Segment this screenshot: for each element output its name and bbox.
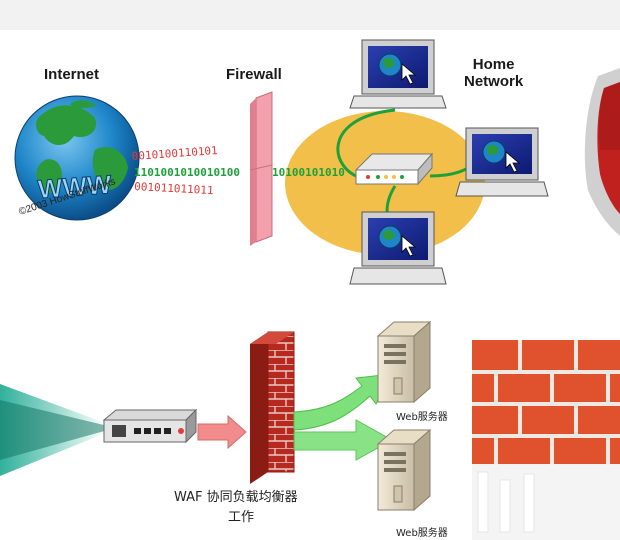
server-label-2: Web服务器 [396, 528, 448, 539]
pink-arrow [197, 414, 247, 450]
globe-icon [14, 95, 140, 221]
server-icon-1 [376, 320, 432, 404]
waf-label-line2: 工作 [228, 510, 255, 525]
stream-after-firewall: 10100101010 [272, 166, 345, 179]
firewall-icon [249, 91, 273, 246]
home-network-label: Home Network [464, 56, 524, 90]
green-arrows [293, 373, 394, 461]
computer-icon-right [455, 127, 549, 197]
server-icon-2 [376, 428, 432, 512]
waf-label: WAF 协同负载均衡器 [174, 490, 298, 505]
stream-red-2: 001011011011 [134, 180, 214, 197]
brick-wall-icon [250, 331, 295, 484]
stream-green: 1101001010010100 [134, 166, 240, 179]
computer-icon-top [349, 39, 447, 109]
computer-icon-bottom [349, 211, 447, 285]
waf-device-icon [102, 408, 198, 444]
shield-icon [584, 68, 620, 236]
stream-red-1: 0010100110101 [131, 144, 218, 163]
router-icon [354, 152, 434, 186]
top-margin [0, 0, 620, 30]
orange-wall-icon [472, 340, 620, 540]
firewall-label: Firewall [226, 66, 282, 83]
internet-label: Internet [44, 66, 100, 83]
globe-www-text: WWW [37, 169, 113, 204]
server-label-1: Web服务器 [396, 412, 448, 423]
